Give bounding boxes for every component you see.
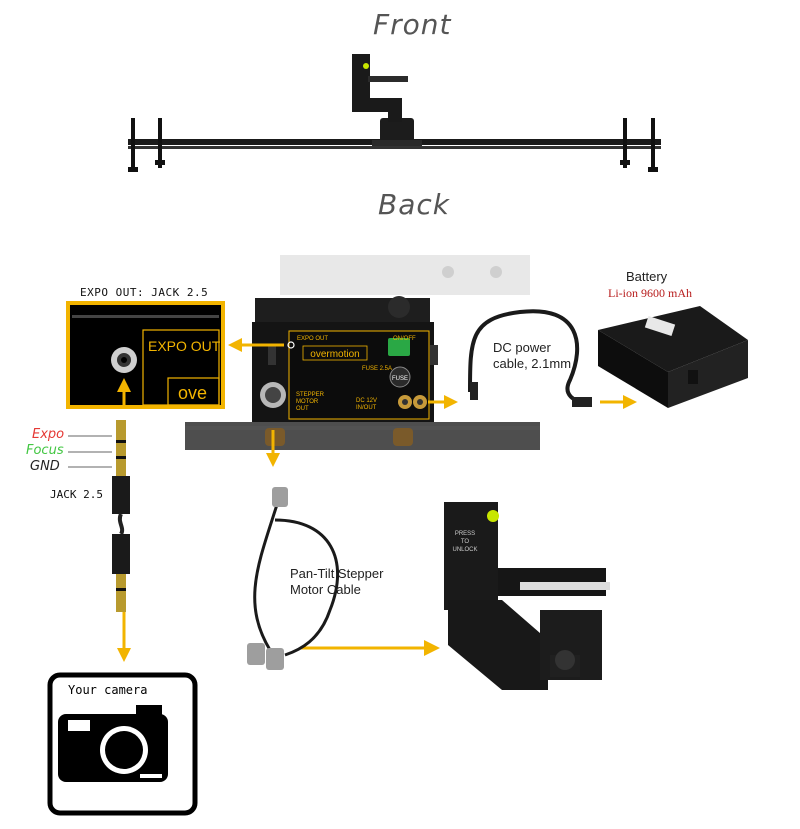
battery-spec: Li-ion 9600 mAh	[608, 286, 692, 300]
controller-stepper-label-3: OUT	[296, 406, 309, 412]
lock-text-3: UNLOCK	[452, 547, 478, 553]
lock-text-2: TO	[460, 539, 470, 545]
controller-dc-label-1: DC 12V	[356, 398, 377, 404]
front-heading: Front	[373, 8, 452, 41]
stepper-cable-label-line1: Pan-Tilt Stepper	[290, 566, 384, 581]
expo-plate-text: EXPO OUT	[148, 338, 221, 354]
jack-pin-focus: Focus	[26, 443, 64, 458]
expo-panel-title: EXPO OUT: JACK 2.5	[80, 286, 209, 299]
stepper-cable-label-line2: Motor Cable	[290, 582, 361, 597]
back-heading: Back	[378, 188, 450, 221]
pan-tilt-lock-text: PRESS TO UNLOCK	[452, 530, 478, 554]
camera-label: Your camera	[68, 683, 148, 697]
jack-pin-expo: Expo	[32, 427, 65, 442]
controller-fuse-rating: FUSE 2.5A	[362, 366, 392, 372]
controller-stepper-label-1: STEPPER	[296, 392, 325, 398]
lock-text-1: PRESS	[454, 531, 476, 537]
expo-logo-fragment: ove	[178, 383, 208, 403]
stepper-cable-label: Pan-Tilt Stepper Motor Cable	[290, 566, 383, 598]
controller-on-off-label: ON/OFF	[393, 336, 416, 342]
fuse-button-label: FUSE	[392, 376, 408, 382]
jack-name-label: JACK 2.5	[50, 488, 103, 501]
dc-cable-label-line1: DC power	[493, 340, 551, 355]
controller-expo-out-label: EXPO OUT	[297, 336, 328, 342]
dc-cable-label: DC power cable, 2.1mm	[493, 340, 571, 372]
dc-cable-label-line2: cable, 2.1mm	[493, 356, 572, 371]
controller-brand: overmotion	[310, 349, 359, 360]
controller-dc-label-2: IN/OUT	[356, 405, 377, 411]
jack-pin-gnd: GND	[30, 459, 60, 474]
controller-stepper-label-2: MOTOR	[296, 399, 319, 405]
battery-label: Battery	[626, 269, 668, 284]
